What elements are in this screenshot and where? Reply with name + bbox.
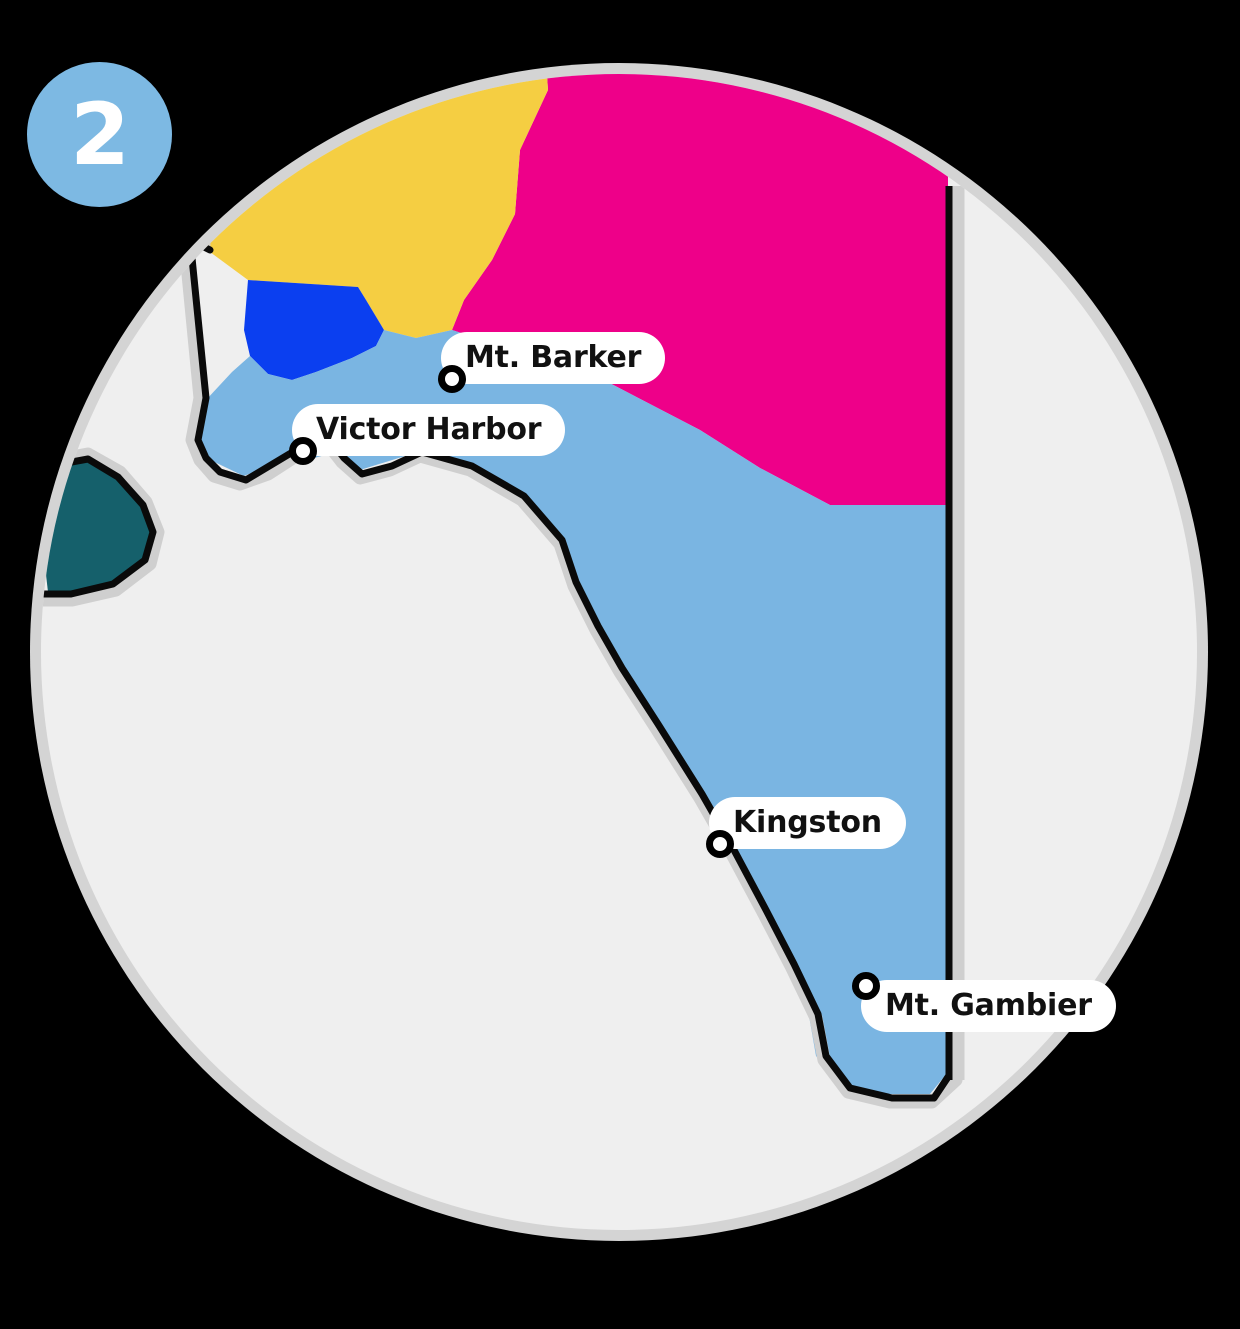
step-badge: 2 — [27, 62, 172, 207]
city-label-mt-barker[interactable]: Mt. Barker — [441, 332, 666, 384]
island-coast-shadow — [41, 447, 165, 607]
city-label-kingston[interactable]: Kingston — [709, 797, 906, 849]
city-label-text: Victor Harbor — [316, 412, 542, 447]
city-label-text: Kingston — [733, 805, 882, 840]
step-badge-number: 2 — [70, 84, 130, 185]
coast-shadow — [179, 231, 963, 1109]
teal-island-region — [42, 462, 150, 592]
magenta-region — [452, 74, 948, 505]
island-coastline — [41, 455, 157, 598]
city-label-text: Mt. Barker — [465, 340, 642, 375]
city-label-mt-gambier[interactable]: Mt. Gambier — [861, 980, 1116, 1032]
city-marker-mt-barker[interactable] — [438, 365, 466, 393]
city-marker-kingston[interactable] — [706, 830, 734, 858]
city-label-text: Mt. Gambier — [885, 988, 1092, 1023]
city-marker-victor-harbor[interactable] — [289, 437, 317, 465]
city-label-victor-harbor[interactable]: Victor Harbor — [292, 404, 566, 456]
city-marker-mt-gambier[interactable] — [852, 972, 880, 1000]
royal-blue-region — [244, 280, 384, 380]
coastline — [188, 240, 954, 1102]
